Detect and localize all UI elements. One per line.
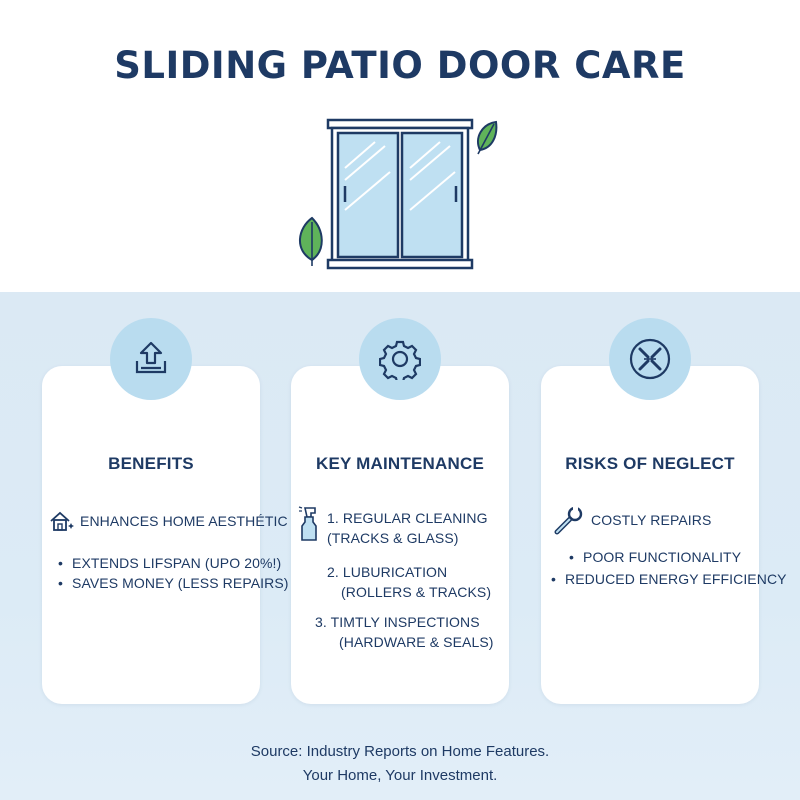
- step-line: 1. REGULAR CLEANING: [327, 510, 488, 526]
- step-line: 3. TIMTLY INSPECTIONS: [315, 614, 480, 630]
- maintenance-step: 3. TIMTLY INSPECTIONS (HARDWARE & SEALS): [315, 612, 494, 652]
- sliding-door-icon: [299, 118, 498, 270]
- risk-bullet-label: POOR FUNCTIONALITY: [583, 549, 742, 565]
- benefit-bullet-label: EXTENDS LIFSPAN (UPO 20%!): [72, 555, 282, 571]
- step-detail: (TRACKS & GLASS): [327, 530, 459, 546]
- maintenance-title: KEY MAINTENANCE: [316, 454, 484, 473]
- upload-tray-icon: [135, 341, 167, 374]
- page-title: SLIDING PATIO DOOR CARE: [114, 44, 686, 87]
- footer: Source: Industry Reports on Home Feature…: [0, 740, 800, 788]
- spray-bottle-icon: [297, 504, 321, 545]
- risk-feature-label: COSTLY REPAIRS: [591, 512, 712, 528]
- benefits-title: BENEFITS: [108, 454, 194, 473]
- risks-badge: [609, 318, 691, 400]
- step-detail: (HARDWARE & SEALS): [339, 634, 494, 650]
- maintenance-step: 2. LUBURICATION (ROLLERS & TRACKS): [327, 562, 491, 602]
- risk-bullet: •POOR FUNCTIONALITY: [569, 549, 742, 565]
- risks-title: RISKS OF NEGLECT: [565, 454, 735, 473]
- benefit-feature-label: ENHANCES HOME AESTHÉTIC: [80, 513, 288, 529]
- gear-icon: [379, 340, 421, 380]
- broken-tools-icon: [629, 338, 671, 380]
- benefit-bullet-label: SAVES MONEY (LESS REPAIRS): [72, 575, 289, 591]
- maintenance-card: KEY MAINTENANCE 1. REGULAR CLEANING (TRA…: [291, 366, 509, 704]
- benefit-bullet: •SAVES MONEY (LESS REPAIRS): [58, 575, 289, 591]
- risk-feature: COSTLY REPAIRS: [553, 506, 711, 539]
- source-note: Source: Industry Reports on Home Feature…: [250, 743, 550, 760]
- house-sparkle-icon: [48, 510, 74, 535]
- sliding-door-illustration: [290, 110, 510, 275]
- benefits-card: BENEFITS ENHANCES HOME AESTHÉTIC •EXTEND…: [42, 366, 288, 704]
- risks-card: RISKS OF NEGLECT COSTLY REPAIRS •POOR FU…: [541, 366, 787, 704]
- step-line: 2. LUBURICATION: [327, 564, 448, 580]
- wrench-icon: [553, 506, 585, 539]
- risk-bullet-label: REDUCED ENERGY EFFICIENCY: [565, 571, 787, 587]
- benefits-badge: [110, 318, 192, 400]
- risk-bullet: •REDUCED ENERGY EFFICIENCY: [551, 571, 787, 587]
- benefit-feature: ENHANCES HOME AESTHÉTIC: [48, 510, 288, 535]
- maintenance-badge: [359, 318, 441, 400]
- maintenance-step: 1. REGULAR CLEANING (TRACKS & GLASS): [297, 504, 488, 548]
- tagline: Your Home, Your Investment.: [302, 767, 498, 784]
- benefit-bullet: •EXTENDS LIFSPAN (UPO 20%!): [58, 555, 282, 571]
- step-detail: (ROLLERS & TRACKS): [341, 584, 492, 600]
